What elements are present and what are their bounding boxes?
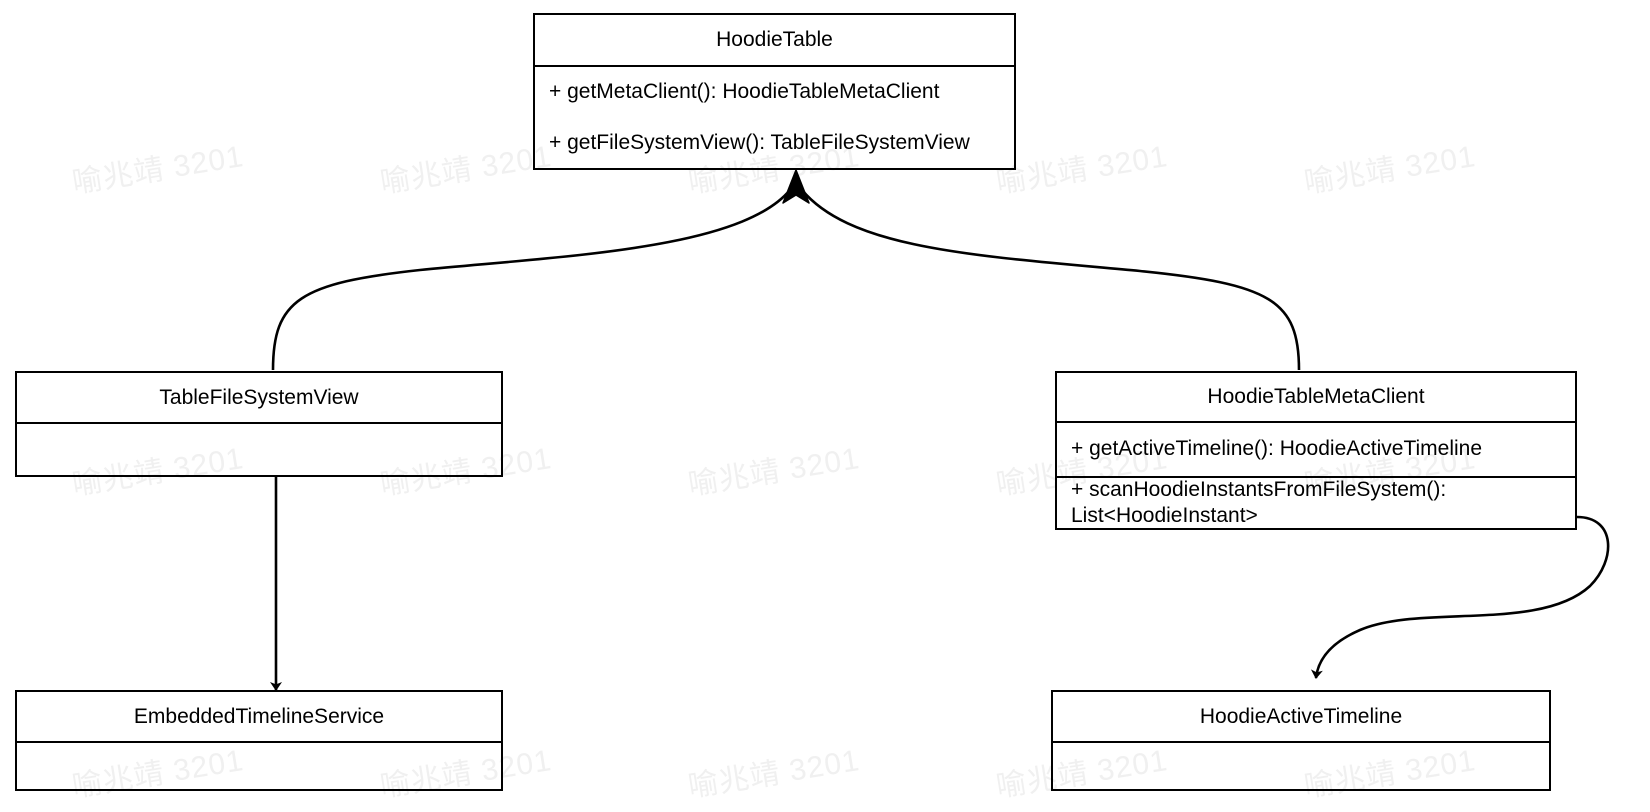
watermark: 喻兆靖 3201 xyxy=(1301,140,1479,200)
class-methods-hoodie-active-timeline xyxy=(1053,743,1549,789)
edge-hoodietablemetaclient-to-hoodietable xyxy=(801,189,1301,371)
class-method-row-scan-hoodie-instants: + scanHoodieInstantsFromFileSystem(): Li… xyxy=(1057,478,1575,528)
class-name-embedded-timeline-service: EmbeddedTimelineService xyxy=(17,692,501,743)
edge-hoodietablemetaclient-to-hoodieactivetimeline xyxy=(1310,515,1610,679)
watermark: 喻兆靖 3201 xyxy=(377,140,555,200)
class-box-hoodie-active-timeline[interactable]: HoodieActiveTimeline xyxy=(1051,690,1551,791)
watermark: 喻兆靖 3201 xyxy=(685,442,863,502)
edge-tablefilesystemview-to-hoodietable xyxy=(271,189,791,371)
class-method: + getActiveTimeline(): HoodieActiveTimel… xyxy=(1071,437,1483,461)
watermark: 喻兆靖 3201 xyxy=(69,140,247,200)
class-box-hoodie-table[interactable]: HoodieTable + getMetaClient(): HoodieTab… xyxy=(533,13,1016,170)
class-method: + getMetaClient(): HoodieTableMetaClient xyxy=(549,79,940,103)
class-methods-table-file-system-view xyxy=(17,424,501,475)
class-box-table-file-system-view[interactable]: TableFileSystemView xyxy=(15,371,503,477)
class-methods-embedded-timeline-service xyxy=(17,743,501,789)
class-name-table-file-system-view: TableFileSystemView xyxy=(17,373,501,424)
class-name-hoodie-table: HoodieTable xyxy=(535,15,1014,67)
class-methods-hoodie-table: + getMetaClient(): HoodieTableMetaClient… xyxy=(535,67,1014,168)
class-name-hoodie-table-meta-client: HoodieTableMetaClient xyxy=(1057,373,1575,423)
arrowhead-into-hoodietable xyxy=(782,169,810,204)
class-method: + scanHoodieInstantsFromFileSystem(): Li… xyxy=(1071,477,1447,527)
class-method: + getFileSystemView(): TableFileSystemVi… xyxy=(549,131,970,154)
watermark: 喻兆靖 3201 xyxy=(993,140,1171,200)
class-box-embedded-timeline-service[interactable]: EmbeddedTimelineService xyxy=(15,690,503,791)
class-name-hoodie-active-timeline: HoodieActiveTimeline xyxy=(1053,692,1549,743)
class-box-hoodie-table-meta-client[interactable]: HoodieTableMetaClient + getActiveTimelin… xyxy=(1055,371,1577,530)
watermark: 喻兆靖 3201 xyxy=(685,744,863,804)
class-method-row-get-active-timeline: + getActiveTimeline(): HoodieActiveTimel… xyxy=(1057,423,1575,478)
